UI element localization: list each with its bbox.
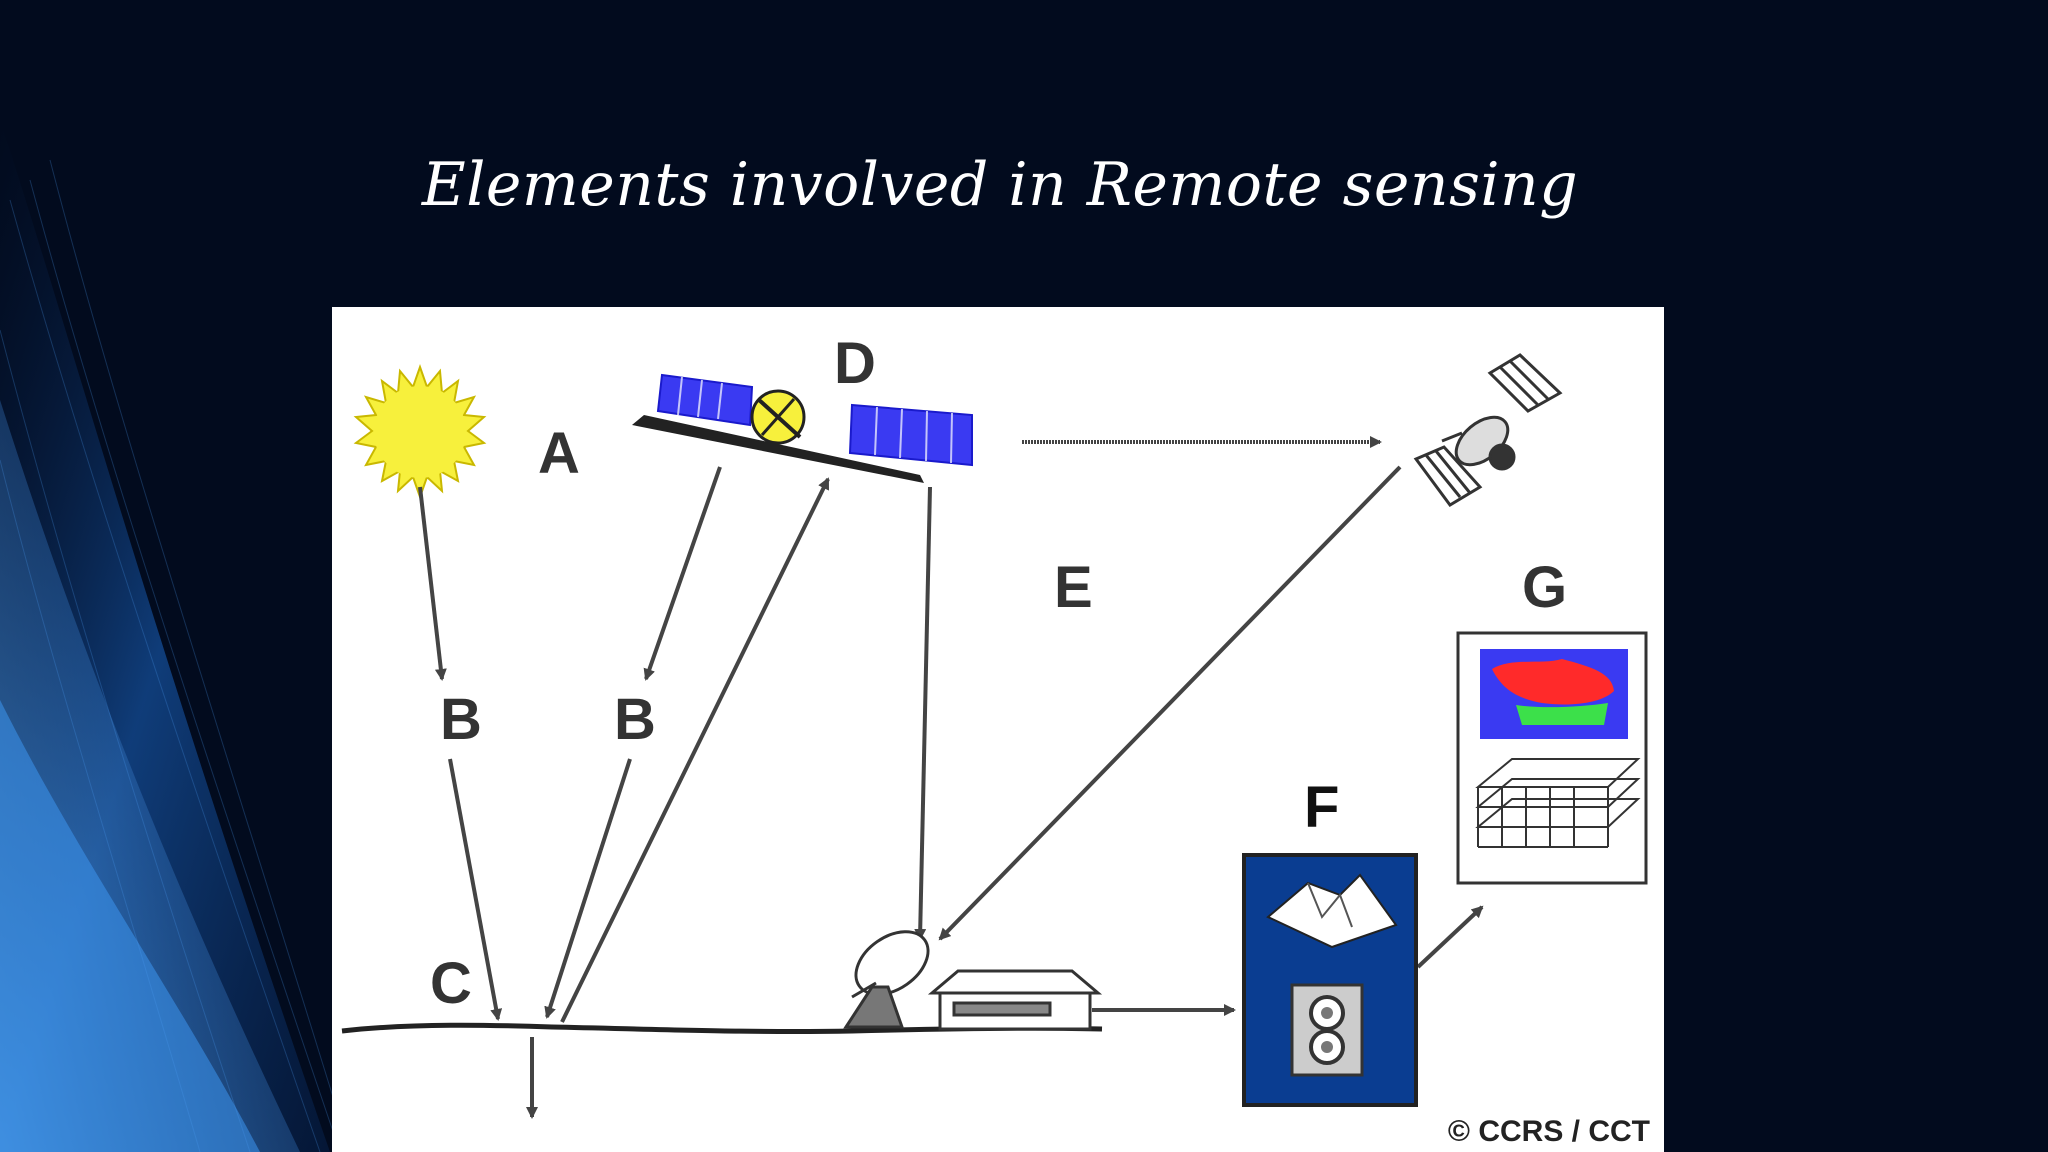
label-g: G (1522, 555, 1567, 620)
copyright-credit: © CCRS / CCT (1448, 1115, 1650, 1148)
sensor-satellite-icon (632, 373, 973, 483)
output-image-panel (1456, 631, 1648, 885)
ground-station-building-icon (927, 969, 1103, 1031)
label-a: A (538, 421, 580, 486)
label-b-right: B (614, 687, 656, 752)
label-c: C (430, 951, 472, 1016)
label-d: D (834, 331, 876, 396)
label-f: F (1304, 775, 1339, 840)
diagram-canvas: A B B C D E F G © CCRS / CCT (341, 331, 1650, 1148)
dish-antenna-icon (843, 930, 930, 1029)
relay-satellite-icon (1413, 353, 1563, 507)
label-b-left: B (440, 687, 482, 752)
slide-title: Elements involved in Remote sensing (421, 150, 1579, 220)
label-e: E (1054, 555, 1093, 620)
remote-sensing-diagram: A B B C D E F G © CCRS / CCT (332, 307, 1664, 1152)
sun-icon (353, 363, 487, 501)
processing-system-box (1242, 853, 1418, 1107)
diagram-arrows (418, 436, 1484, 1119)
